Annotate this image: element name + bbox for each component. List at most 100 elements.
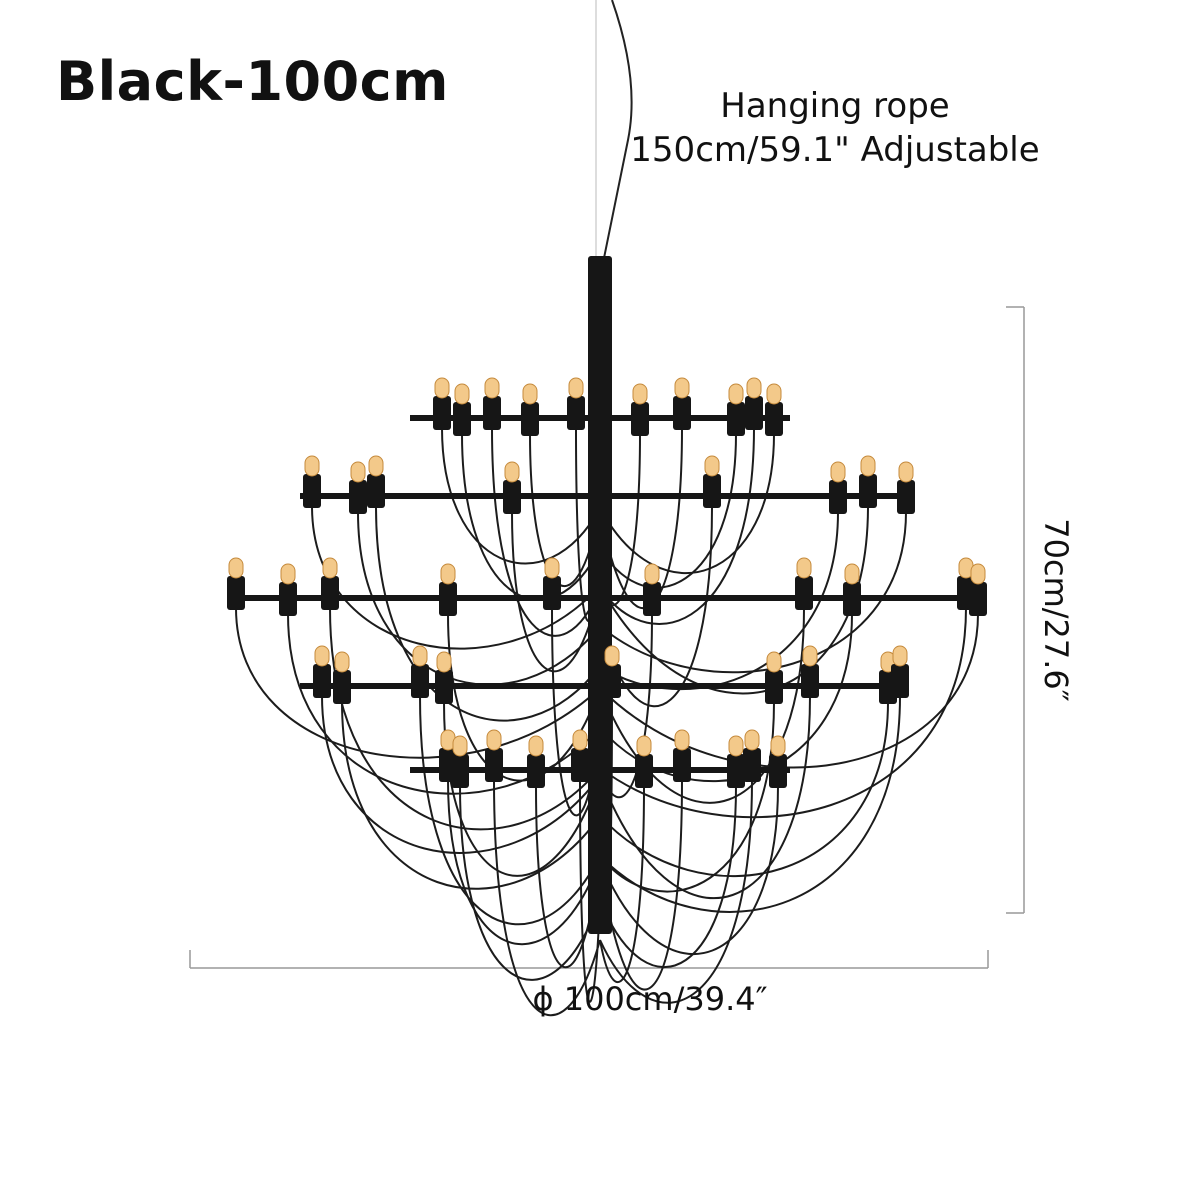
light-bulb — [434, 377, 450, 399]
chandelier-wire — [599, 427, 683, 610]
light-bulb — [568, 377, 584, 399]
light-bulb — [604, 645, 620, 667]
hanging-cable — [603, 0, 633, 259]
chandelier-wire — [443, 701, 601, 877]
bulb-socket — [543, 576, 561, 610]
light-bulb — [486, 729, 502, 751]
bulb-socket — [765, 402, 783, 436]
bulb-socket — [603, 664, 621, 698]
bulb-socket — [521, 402, 539, 436]
light-bulb — [796, 557, 812, 579]
bulb-socket — [435, 670, 453, 704]
chandelier-wire — [599, 607, 967, 819]
bulbs-group — [227, 377, 987, 788]
light-bulb — [898, 461, 914, 483]
light-bulb — [452, 735, 468, 757]
light-bulb — [522, 383, 538, 405]
bulb-socket — [227, 576, 245, 610]
light-bulb — [766, 651, 782, 673]
light-bulb — [830, 461, 846, 483]
hanging-rope-label: Hanging rope 150cm/59.1" Adjustable — [630, 84, 1040, 172]
light-bulb — [334, 651, 350, 673]
bulb-socket — [745, 396, 763, 430]
light-bulb — [636, 735, 652, 757]
bulb-socket — [453, 402, 471, 436]
light-bulb — [314, 645, 330, 667]
light-bulb — [544, 557, 560, 579]
chandelier-wire — [419, 695, 601, 926]
bulb-socket — [891, 664, 909, 698]
bulb-socket — [795, 576, 813, 610]
chandelier-wire — [599, 785, 779, 956]
bulb-socket — [897, 480, 915, 514]
light-bulb — [572, 729, 588, 751]
bulb-socket — [333, 670, 351, 704]
light-bulb — [674, 729, 690, 751]
chandelier-wire — [235, 607, 601, 759]
chandelier-wire — [321, 695, 601, 854]
light-bulb — [528, 735, 544, 757]
light-bulb — [412, 645, 428, 667]
light-bulb — [844, 563, 860, 585]
light-bulb — [280, 563, 296, 585]
light-bulb — [304, 455, 320, 477]
bulb-socket — [349, 480, 367, 514]
chandelier-wire — [441, 427, 601, 565]
rope-label-line-1: Hanging rope — [720, 86, 950, 126]
bulb-socket — [367, 474, 385, 508]
bulb-socket — [411, 664, 429, 698]
bulb-socket — [859, 474, 877, 508]
light-bulb — [504, 461, 520, 483]
chandelier-wire — [599, 695, 901, 913]
bulb-socket — [439, 582, 457, 616]
width-dimension-line — [189, 950, 989, 969]
light-bulb — [436, 651, 452, 673]
chandelier-wire — [447, 779, 601, 945]
bulb-socket — [727, 754, 745, 788]
light-bulb — [892, 645, 908, 667]
light-bulb — [484, 377, 500, 399]
bulb-socket — [635, 754, 653, 788]
chandelier-wire — [341, 701, 601, 890]
bulb-socket — [303, 474, 321, 508]
bulb-socket — [765, 670, 783, 704]
light-bulb — [322, 557, 338, 579]
light-bulb — [350, 461, 366, 483]
bulb-socket — [727, 402, 745, 436]
light-bulb — [744, 729, 760, 751]
bulb-socket — [703, 474, 721, 508]
bulb-socket — [313, 664, 331, 698]
bulb-socket — [801, 664, 819, 698]
light-bulb — [440, 563, 456, 585]
chandelier-wire — [599, 607, 805, 804]
light-bulb — [728, 735, 744, 757]
light-bulb — [802, 645, 818, 667]
chandelier-wire — [493, 779, 601, 1017]
bulb-socket — [503, 480, 521, 514]
chandelier-wire — [599, 785, 645, 984]
bulb-socket — [527, 754, 545, 788]
light-bulb — [454, 383, 470, 405]
chandelier-wire — [599, 701, 889, 877]
bulb-socket — [279, 582, 297, 616]
bulb-socket — [483, 396, 501, 430]
bulb-socket — [643, 582, 661, 616]
bulb-socket — [969, 582, 987, 616]
light-bulb — [970, 563, 986, 585]
rope-label-line-2: 150cm/59.1" Adjustable — [630, 130, 1040, 170]
light-bulb — [632, 383, 648, 405]
light-bulb — [728, 383, 744, 405]
chandelier-wire — [599, 785, 737, 969]
light-bulb — [228, 557, 244, 579]
height-dimension-line — [1006, 306, 1025, 914]
light-bulb — [368, 455, 384, 477]
bulb-socket — [485, 748, 503, 782]
chandelier-wire — [599, 779, 753, 1004]
product-title: Black-100cm — [56, 50, 449, 113]
bulb-socket — [433, 396, 451, 430]
chandelier-wire — [599, 779, 683, 991]
bulb-socket — [743, 748, 761, 782]
width-dimension-label: ϕ 100cm/39.4″ — [532, 980, 768, 1018]
chandelier-wire — [599, 613, 979, 769]
bulb-socket — [673, 748, 691, 782]
